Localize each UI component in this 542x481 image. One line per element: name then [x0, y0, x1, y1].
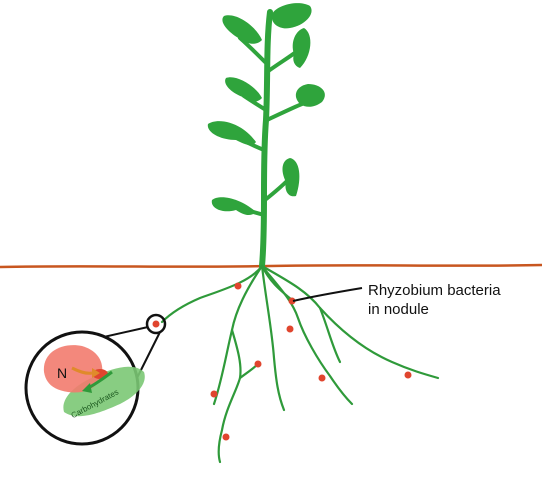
- root: [318, 306, 342, 364]
- nodule: [286, 325, 294, 333]
- leaf: [207, 121, 256, 146]
- leaf: [211, 197, 256, 216]
- leaf: [225, 77, 262, 102]
- nodule: [404, 371, 412, 379]
- nitrogen-flow-arrowhead: [92, 368, 100, 378]
- nodule: [222, 433, 230, 441]
- root: [260, 264, 286, 412]
- carbohydrate-flow-arrowhead: [82, 383, 92, 393]
- inset-element-label: N: [57, 365, 67, 381]
- root: [260, 264, 440, 380]
- soil-surface-line: [0, 263, 542, 269]
- branch-stem: [265, 102, 304, 122]
- branch-stem: [263, 178, 290, 202]
- carbohydrate-zone: [63, 366, 145, 417]
- callout-line-2: in nodule: [368, 301, 429, 318]
- nodule: [210, 390, 218, 398]
- plant-stem: [259, 9, 273, 269]
- nodule: [254, 360, 262, 368]
- root: [260, 264, 294, 302]
- leaf: [222, 15, 262, 44]
- root: [217, 328, 242, 464]
- root-nodules: [152, 282, 412, 441]
- nodule: [318, 374, 326, 382]
- leaf: [282, 158, 300, 197]
- leaf: [292, 28, 311, 68]
- nitrogen-flow-arrow: [71, 366, 93, 375]
- leaf: [271, 3, 312, 29]
- magnifier-focus-circle: [145, 313, 167, 335]
- leaf: [295, 84, 325, 107]
- nodule: [234, 282, 242, 290]
- nodule-callout-label: Rhyzobium bacteria in nodule: [368, 281, 538, 319]
- nodule: [152, 320, 160, 328]
- nodule-inset: N Carbohydrates: [24, 330, 145, 446]
- nodule: [288, 297, 296, 305]
- callout-line-1: Rhyzobium bacteria: [368, 282, 501, 299]
- branch-stem: [265, 50, 298, 74]
- root: [160, 264, 264, 324]
- plant-shoot: [207, 3, 325, 269]
- root-system: [160, 264, 440, 464]
- callout-leader-line: [292, 287, 363, 302]
